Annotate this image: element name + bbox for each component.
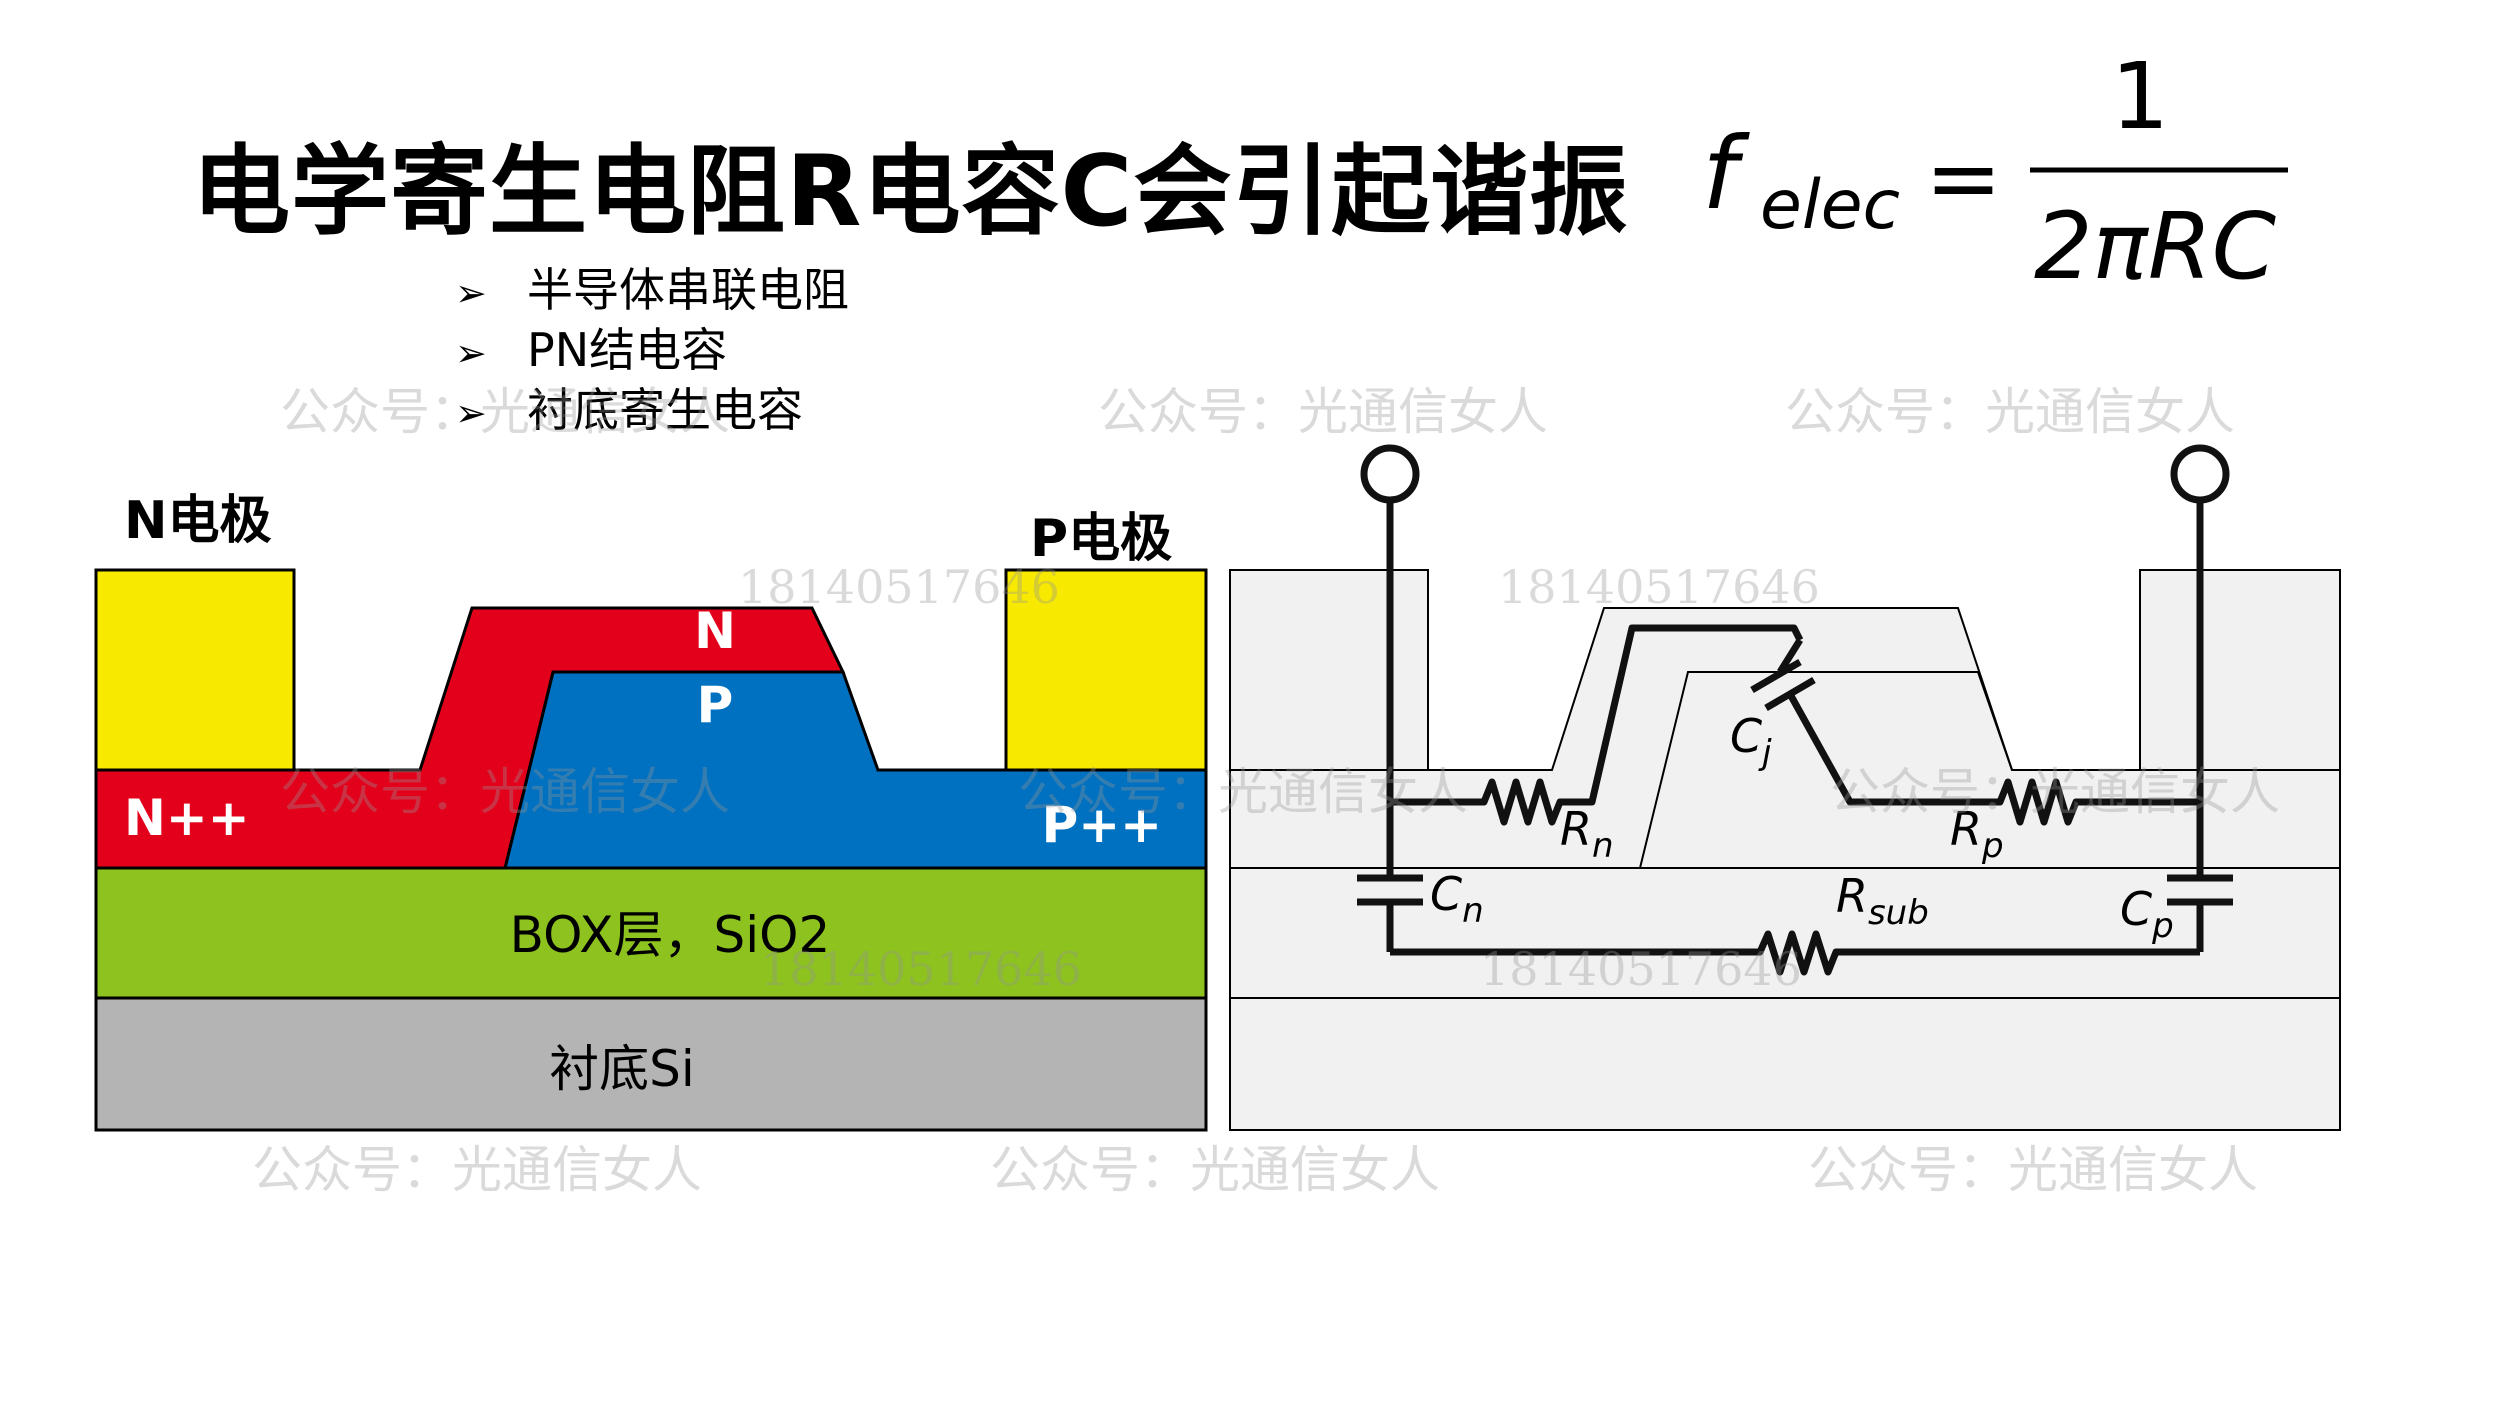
substrate-label: 衬底Si (549, 1040, 695, 1098)
circuit-junction-outline (1639, 671, 2013, 869)
cp-label: Cp (2120, 882, 2174, 946)
rn-label: Rn (1560, 802, 1614, 866)
page-title: 电学寄生电阻R电容C会引起谐振 (192, 135, 1629, 249)
n-region (94, 606, 846, 870)
n-electrode-label: N电极 (124, 491, 272, 551)
npp-label: N++ (124, 789, 250, 847)
circuit-substrate-bg (1229, 997, 2341, 1131)
n-terminal-icon (1360, 444, 1420, 504)
circuit-box-bg (1229, 867, 2341, 999)
formula-equals: = (1925, 125, 2002, 232)
formula-subscript: elec (1760, 166, 1900, 245)
formula-numerator: 1 (2111, 60, 2170, 150)
n-electrode (94, 568, 296, 772)
ppp-label: P++ (1042, 796, 1162, 854)
p-electrode (1004, 568, 1208, 772)
circuit-p-electrode-bg (2139, 569, 2341, 771)
p-region-label: P (697, 676, 734, 734)
device-cross-section: N P N++ P++ BOX层，SiO2 衬底Si (94, 568, 1208, 1132)
watermark: 公众号：光通信女人 (252, 1141, 702, 1199)
n-region-label: N (694, 602, 736, 660)
resonance-formula: f elec = 1 2πRC (1702, 60, 2288, 300)
bullet-item: ➢衬底寄生电容 (455, 382, 849, 442)
watermark: 公众号：光通信女人 (990, 1141, 1440, 1199)
bullet-item: ➢半导体串联电阻 (455, 262, 849, 322)
box-layer (94, 866, 1208, 1000)
rsub-resistor-icon (1390, 930, 2200, 976)
cn-label: Cn (1430, 867, 1484, 931)
rn-resistor-icon (1390, 624, 1804, 826)
formula-denominator: 2πRC (2034, 193, 2276, 300)
arrow-bullet-icon: ➢ (455, 331, 487, 375)
arrow-bullet-icon: ➢ (455, 391, 487, 435)
p-electrode-label: P电极 (1030, 509, 1173, 569)
box-label: BOX层，SiO2 (510, 906, 831, 964)
bullet-item: ➢PN结电容 (455, 322, 849, 382)
rp-label: Rp (1950, 802, 2004, 866)
cj-capacitor-icon (1750, 658, 1802, 694)
p-terminal-icon (2170, 444, 2230, 504)
equivalent-circuit: Rn Rp Cj Cn Cp Rsub (1229, 444, 2341, 1131)
rsub-label: Rsub (1836, 869, 1929, 933)
bullet-list: ➢半导体串联电阻 ➢PN结电容 ➢衬底寄生电容 (455, 262, 849, 442)
arrow-bullet-icon: ➢ (455, 271, 487, 315)
watermark: 公众号：光通信女人 (1808, 1141, 2258, 1199)
circuit-n-electrode-bg (1229, 569, 1429, 771)
cj-label: Cj (1730, 709, 1772, 773)
